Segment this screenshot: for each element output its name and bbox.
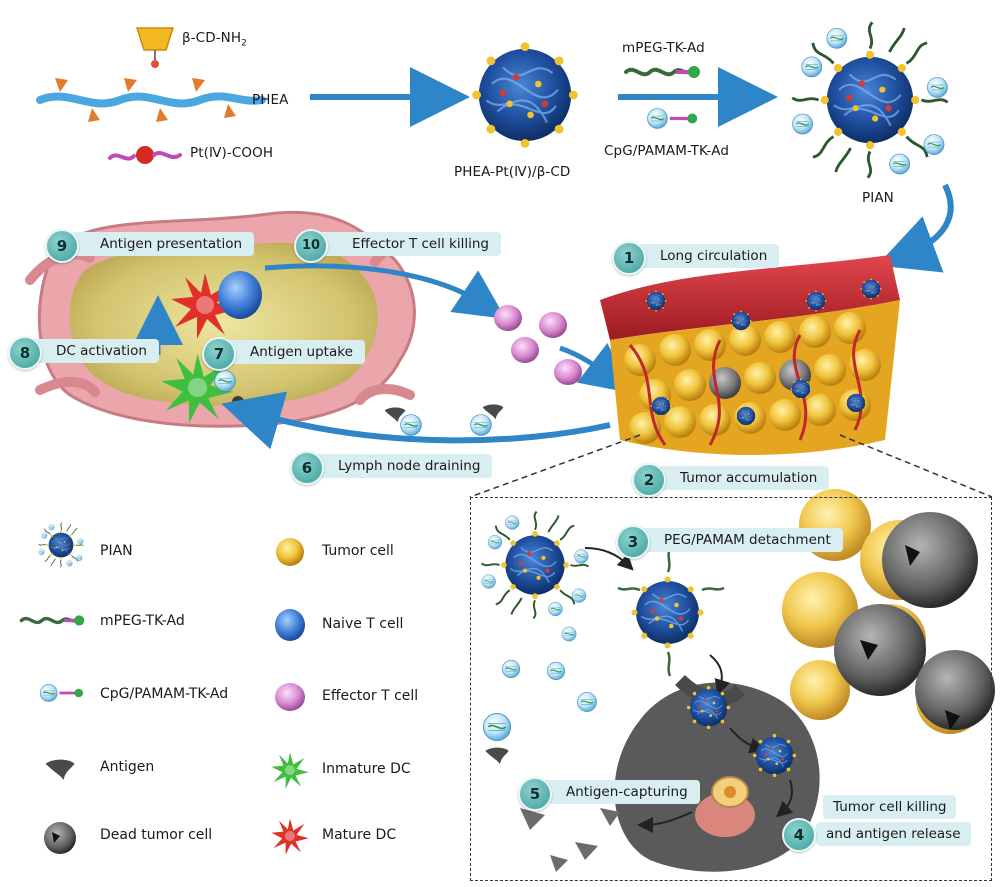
legend-dead-cell-label: Dead tumor cell [100,827,213,843]
legend-naive-t-label: Naive T cell [322,616,404,632]
legend-effector-t-label: Effector T cell [322,688,419,704]
phea-label: PHEA [252,92,289,108]
arrow-pian-to-circulation [876,183,954,273]
mpeg-icon-top [624,64,702,80]
cpg-ad-icon-top [647,109,697,129]
arrow-lymph-drain [221,391,611,450]
step-4-label-line2: and antigen release [816,822,971,846]
legend-antigen-icon [45,759,75,780]
legend-effector-t-icon [275,683,305,711]
antigen-node-dot [232,396,244,408]
legend-tumor-cell-label: Tumor cell [322,543,394,559]
step-6-badge: 6 [290,451,324,485]
step-1-label: Long circulation [630,244,780,268]
draining-particles [384,404,504,437]
step-5-badge: 5 [518,777,552,811]
intermediate-nanoparticle [471,41,579,149]
inset-connector-right [839,434,993,498]
legend-dead-cell-icon [44,822,76,854]
step-3-label: PEG/PAMAM detachment [634,528,843,552]
legend-immature-dc-icon [271,752,309,789]
intermediate-label: PHEA-Pt(Ⅳ)/β-CD [454,164,571,180]
pian-nanoparticle [792,22,947,177]
legend-mature-dc-icon [271,818,309,855]
naive-t-cell-node [218,271,262,319]
legend-pian-label: PIAN [100,543,133,559]
inset-arrow-2 [709,654,730,696]
pian-label: PIAN [862,190,894,206]
cpg-node [213,369,237,393]
inset-arrow-1 [584,547,634,571]
inset-box [470,497,992,881]
step-2-badge: 2 [632,463,666,497]
tumor-tissue [600,255,900,455]
arrow-effector-t-to-tumor [264,263,506,319]
step-4-label-line1: Tumor cell killing [823,795,957,819]
legend-icons [19,523,309,855]
inset-connector-left [469,434,641,498]
beta-cd-icon [135,27,175,68]
legend-pian-icon [39,523,84,568]
inset-tumor-cells [520,489,995,872]
legend-antigen-label: Antigen [100,759,155,775]
step-4-badge: 4 [782,818,816,852]
step-6-label: Lymph node draining [308,454,493,478]
inset-arrow-3 [729,727,766,754]
legend-mpeg-icon [19,613,86,628]
beta-cd-label: β-CD-NH2 [182,30,247,49]
step-7-label: Antigen uptake [220,340,365,364]
step-2-label: Tumor accumulation [650,466,830,490]
step-8-label: DC activation [26,339,159,363]
step-10-label: Effector T cell killing [318,232,501,256]
cpg-label-top: CpG/PAMAM-TK-Ad [604,143,730,159]
step-3-badge: 3 [616,525,650,559]
phea-polymer [36,78,266,122]
step-1-badge: 1 [612,241,646,275]
pt-cooh-label: Pt(Ⅳ)-COOH [190,145,274,161]
step-9-label: Antigen presentation [70,232,255,256]
legend-mpeg-label: mPEG-TK-Ad [100,613,185,629]
legend-tumor-cell-icon [276,538,304,566]
step-5-label: Antigen-capturing [536,780,700,804]
inset-arrow-5 [637,811,693,833]
effector-t-cells [494,305,582,385]
step-9-badge: 9 [45,229,79,263]
legend-mature-dc-label: Mature DC [322,827,397,843]
legend-naive-t-icon [275,609,305,641]
step-7-badge: 7 [202,337,236,371]
arrow-to-tumor-lower [559,342,632,394]
legend-immature-dc-label: Inmature DC [322,761,411,777]
step-10-badge: 10 [294,229,328,263]
mpeg-label-top: mPEG-TK-Ad [622,40,705,56]
step-8-badge: 8 [8,336,42,370]
pt-cooh-icon [108,146,182,164]
legend-cpg-icon [40,684,83,701]
inset-arrow-4 [775,779,794,818]
legend-cpg-label: CpG/PAMAM-TK-Ad [100,686,229,702]
